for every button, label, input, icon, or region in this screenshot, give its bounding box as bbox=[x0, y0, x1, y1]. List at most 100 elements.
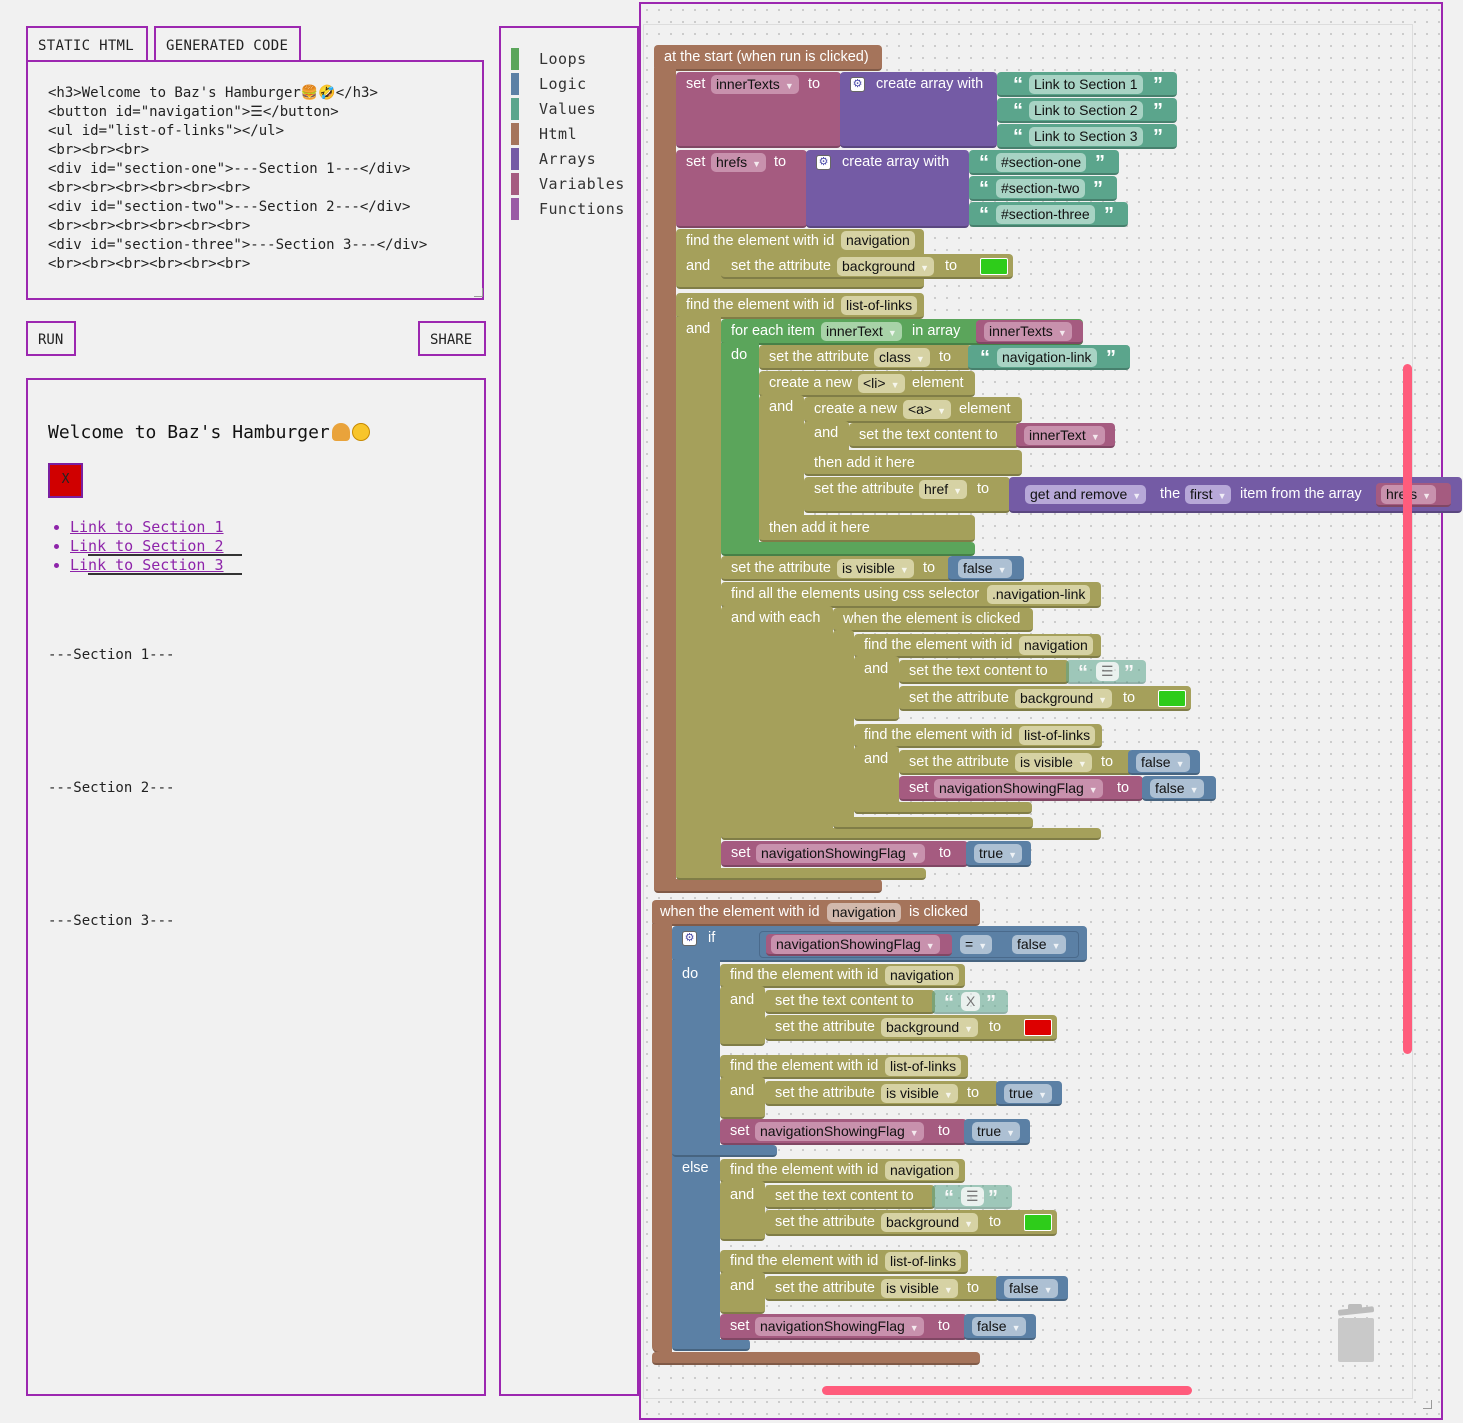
id-field[interactable]: list-of-links bbox=[885, 1057, 962, 1076]
set-attribute-block[interactable]: set the attribute background▼ to bbox=[765, 1210, 1057, 1236]
variable-field[interactable]: innerText▼ bbox=[1024, 426, 1105, 445]
when-id-clicked-block[interactable]: when the element with id navigation is c… bbox=[652, 900, 980, 926]
attribute-dropdown[interactable]: is visible▼ bbox=[881, 1279, 958, 1298]
string-field[interactable]: X bbox=[961, 992, 981, 1011]
operator-dropdown[interactable]: =▼ bbox=[960, 935, 993, 954]
find-element-block[interactable]: find the element with id list-of-links bbox=[720, 1055, 968, 1079]
set-variable-block[interactable]: set navigationShowingFlag▼ to bbox=[720, 1314, 967, 1340]
green-color-swatch[interactable] bbox=[1024, 1214, 1052, 1231]
find-element-block[interactable]: find the element with id list-of-links bbox=[854, 724, 1102, 748]
set-attribute-block[interactable]: set the attribute class▼ to bbox=[759, 345, 972, 370]
string-field[interactable]: #section-three bbox=[996, 205, 1095, 224]
id-field[interactable]: navigation bbox=[827, 903, 901, 922]
attribute-dropdown[interactable]: background▼ bbox=[1015, 689, 1113, 708]
attribute-dropdown[interactable]: href▼ bbox=[919, 480, 968, 499]
id-field[interactable]: navigation bbox=[841, 231, 915, 250]
string-block[interactable]: “X” bbox=[932, 990, 1008, 1014]
variable-get-block[interactable]: innerText▼ bbox=[1016, 423, 1115, 448]
green-color-swatch[interactable] bbox=[1158, 690, 1186, 707]
category-values[interactable]: Values bbox=[511, 98, 631, 122]
string-block[interactable]: “Link to Section 3” bbox=[997, 124, 1177, 149]
string-block[interactable]: “Link to Section 1” bbox=[997, 72, 1177, 97]
string-field[interactable]: ☰ bbox=[1096, 662, 1119, 681]
tag-dropdown[interactable]: <li>▼ bbox=[858, 374, 905, 393]
attribute-dropdown[interactable]: background▼ bbox=[881, 1213, 979, 1232]
workspace-resize-grip-icon[interactable] bbox=[1423, 1400, 1432, 1409]
red-color-swatch[interactable] bbox=[1024, 1019, 1052, 1036]
id-field[interactable]: navigation bbox=[885, 1161, 959, 1180]
string-field[interactable]: Link to Section 3 bbox=[1029, 127, 1143, 146]
then-add-block[interactable]: then add it here bbox=[759, 515, 975, 542]
attribute-dropdown[interactable]: class▼ bbox=[874, 348, 930, 367]
boolean-dropdown[interactable]: false▼ bbox=[972, 1317, 1026, 1336]
set-variable-block[interactable]: set navigationShowingFlag▼ to bbox=[721, 841, 968, 867]
then-add-block[interactable]: then add it here bbox=[804, 450, 1022, 476]
boolean-block[interactable]: true▼ bbox=[996, 1081, 1062, 1106]
category-functions[interactable]: Functions bbox=[511, 198, 631, 222]
string-field[interactable]: #section-two bbox=[996, 179, 1085, 198]
find-element-block[interactable]: find the element with id list-of-links bbox=[720, 1250, 968, 1274]
compare-block[interactable]: navigationShowingFlag▼ =▼ false▼ bbox=[759, 931, 1079, 958]
string-block[interactable]: “navigation-link” bbox=[968, 345, 1130, 370]
string-block[interactable]: “#section-two” bbox=[969, 176, 1117, 201]
selector-field[interactable]: .navigation-link bbox=[987, 585, 1091, 604]
string-field[interactable]: Link to Section 2 bbox=[1029, 101, 1143, 120]
set-attribute-block[interactable]: set the attribute href▼ to bbox=[804, 477, 1010, 513]
set-attribute-block[interactable]: set the attribute background▼ to bbox=[765, 1015, 1057, 1041]
find-element-block[interactable]: find the element with id navigation bbox=[720, 964, 965, 988]
set-attribute-block[interactable]: set the attribute is visible▼ to bbox=[721, 556, 953, 581]
set-attribute-block[interactable]: set the attribute background▼ to bbox=[899, 686, 1191, 711]
resize-grip-icon[interactable] bbox=[474, 288, 483, 297]
get-remove-dropdown[interactable]: get and remove▼ bbox=[1025, 485, 1147, 504]
boolean-dropdown[interactable]: false▼ bbox=[1150, 779, 1204, 798]
set-variable-block[interactable]: set hrefs▼ to bbox=[676, 150, 807, 228]
attribute-dropdown[interactable]: is visible▼ bbox=[1015, 753, 1092, 772]
string-field[interactable]: Link to Section 1 bbox=[1029, 75, 1143, 94]
for-each-block[interactable]: for each item innerText▼ in array bbox=[721, 319, 1083, 345]
mutator-gear-icon[interactable]: ⚙ bbox=[850, 77, 865, 92]
string-block[interactable]: “Link to Section 2” bbox=[997, 98, 1177, 123]
create-element-block[interactable]: create a new <li>▼ element bbox=[759, 371, 975, 397]
id-field[interactable]: list-of-links bbox=[1019, 726, 1096, 745]
when-clicked-block[interactable]: when the element is clicked bbox=[833, 608, 1033, 632]
set-text-block[interactable]: set the text content to bbox=[765, 990, 935, 1014]
find-element-block[interactable]: find the element with id navigation bbox=[720, 1159, 965, 1183]
id-field[interactable]: navigation bbox=[1019, 636, 1093, 655]
boolean-dropdown[interactable]: false▼ bbox=[1004, 1279, 1058, 1298]
find-all-block[interactable]: find all the elements using css selector… bbox=[721, 582, 1101, 608]
id-field[interactable]: navigation bbox=[885, 966, 959, 985]
run-button[interactable]: RUN bbox=[26, 321, 76, 356]
tab-static-html[interactable]: STATIC HTML bbox=[26, 26, 148, 62]
string-field[interactable]: #section-one bbox=[996, 153, 1087, 172]
string-block[interactable]: “☰” bbox=[1066, 660, 1146, 684]
static-html-editor[interactable]: <h3>Welcome to Baz's Hamburger🍔🤣</h3> <b… bbox=[26, 60, 484, 300]
variable-field[interactable]: innerText▼ bbox=[821, 322, 902, 341]
create-array-block[interactable]: ⚙ create array with bbox=[806, 150, 969, 228]
boolean-dropdown[interactable]: false▼ bbox=[958, 559, 1012, 578]
share-button[interactable]: SHARE bbox=[418, 321, 486, 356]
boolean-block[interactable]: false▼ bbox=[1128, 750, 1200, 775]
string-field[interactable]: navigation-link bbox=[997, 348, 1097, 367]
attribute-dropdown[interactable]: background▼ bbox=[881, 1018, 979, 1037]
vertical-scrollbar[interactable] bbox=[1403, 364, 1412, 1054]
category-logic[interactable]: Logic bbox=[511, 73, 631, 97]
string-block[interactable]: “☰” bbox=[932, 1185, 1012, 1209]
string-block[interactable]: “#section-one” bbox=[969, 150, 1119, 175]
string-block[interactable]: “#section-three” bbox=[969, 202, 1128, 227]
attribute-dropdown[interactable]: is visible▼ bbox=[837, 559, 914, 578]
set-variable-block[interactable]: set innerTexts▼ to bbox=[676, 72, 841, 148]
attribute-dropdown[interactable]: is visible▼ bbox=[881, 1084, 958, 1103]
variable-field[interactable]: navigationShowingFlag▼ bbox=[755, 1317, 924, 1336]
create-element-block[interactable]: create a new <a>▼ element bbox=[804, 397, 1022, 423]
section-link[interactable]: Link to Section 1 bbox=[70, 518, 224, 536]
variable-field[interactable]: hrefs▼ bbox=[711, 153, 767, 172]
set-text-block[interactable]: set the text content to bbox=[765, 1185, 935, 1209]
id-field[interactable]: list-of-links bbox=[841, 296, 918, 315]
navigation-toggle-button[interactable]: X bbox=[48, 463, 83, 498]
create-array-block[interactable]: ⚙ create array with bbox=[840, 72, 997, 148]
variable-field[interactable]: innerTexts▼ bbox=[984, 322, 1072, 341]
set-attribute-block[interactable]: set the attribute is visible▼ to bbox=[765, 1081, 999, 1106]
start-event-block[interactable]: at the start (when run is clicked) bbox=[654, 45, 882, 71]
set-variable-block[interactable]: set navigationShowingFlag▼ to bbox=[899, 776, 1143, 801]
find-element-block[interactable]: find the element with id list-of-links bbox=[676, 293, 924, 319]
